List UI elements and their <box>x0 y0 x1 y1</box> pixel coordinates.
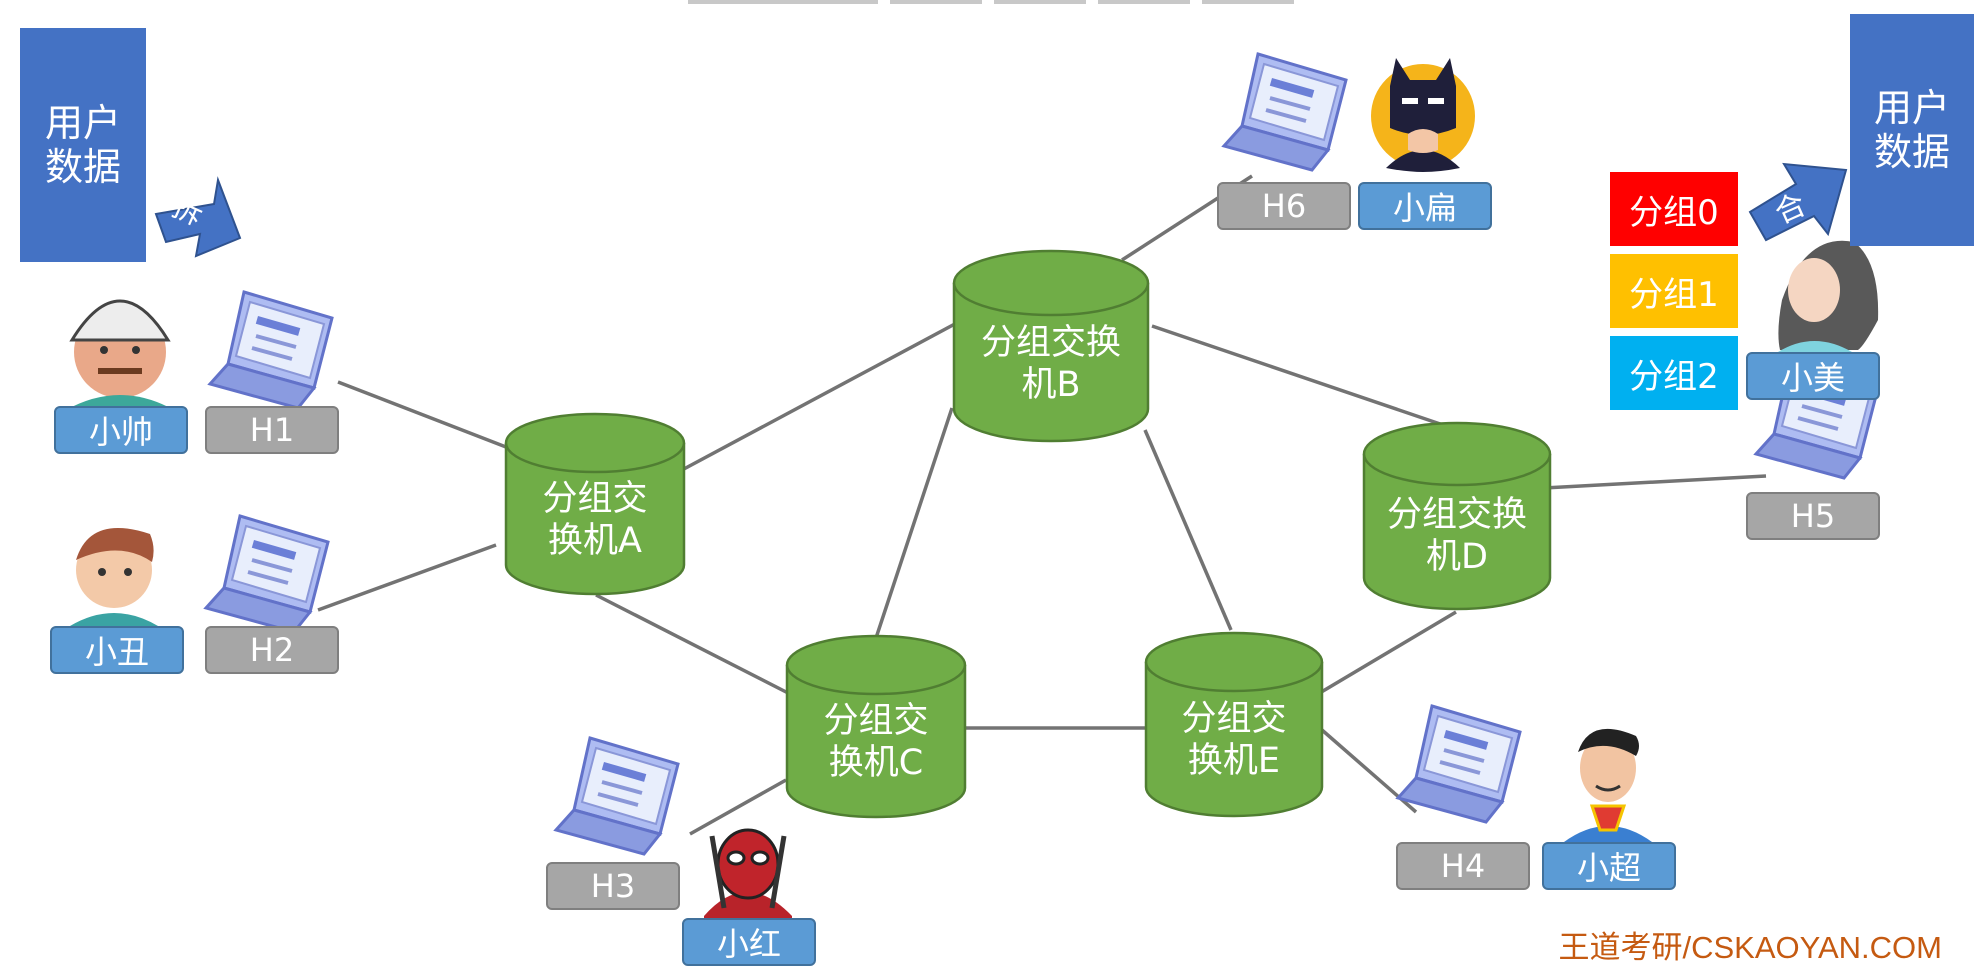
switch-a-cylinder <box>504 412 686 596</box>
link-a-c <box>595 593 791 696</box>
link-c-h3 <box>689 778 787 836</box>
laptop-h6-icon <box>1222 52 1348 172</box>
top-bar <box>688 0 878 4</box>
avatar-shuai-icon <box>66 299 174 412</box>
top-bar <box>890 0 982 4</box>
top-bar <box>1202 0 1294 4</box>
avatar-hong-icon <box>704 828 792 918</box>
switch-d-label: 分组交换 机D <box>1386 495 1527 577</box>
laptop-h1-icon <box>208 290 334 410</box>
host-h5-label: H5 <box>1746 492 1880 540</box>
host-h3-label: H3 <box>546 862 680 910</box>
avatar-bian-icon <box>1371 58 1475 172</box>
switch-e-cylinder <box>1144 631 1324 818</box>
packet-2: 分组2 <box>1610 336 1738 410</box>
switch-b-cylinder <box>952 249 1150 443</box>
laptop-h2-icon <box>204 514 330 634</box>
link-b-e <box>1143 429 1233 631</box>
switch-c-label: 分组交 换机C <box>823 701 929 783</box>
person-chao-label: 小超 <box>1542 842 1676 890</box>
merge-arrow-icon <box>1748 162 1848 242</box>
avatar-mei-icon <box>1778 240 1879 354</box>
person-chou-label: 小丑 <box>50 626 184 674</box>
footer-brand: 王道考研/CSKAOYAN.COM <box>1558 930 1942 965</box>
packet-0: 分组0 <box>1610 172 1738 246</box>
person-shuai-label: 小帅 <box>54 406 188 454</box>
user-data-box-right: 用户 数据 <box>1850 14 1974 246</box>
host-h6-label: H6 <box>1217 182 1351 230</box>
person-hong-label: 小红 <box>682 918 816 966</box>
link-a-b <box>681 316 967 472</box>
avatar-chao-icon <box>1564 728 1652 844</box>
top-bar <box>1098 0 1190 4</box>
link-h1-a <box>337 380 507 449</box>
laptop-h4-icon <box>1396 704 1522 824</box>
host-h4-label: H4 <box>1396 842 1530 890</box>
packet-1: 分组1 <box>1610 254 1738 328</box>
top-bar <box>994 0 1086 4</box>
user-data-box-left: 用户 数据 <box>20 28 146 262</box>
host-h1-label: H1 <box>205 406 339 454</box>
switch-c-cylinder <box>785 634 967 819</box>
avatar-chou-icon <box>70 527 158 628</box>
laptop-h3-icon <box>554 736 680 856</box>
host-h2-label: H2 <box>205 626 339 674</box>
link-d-h5 <box>1543 474 1767 490</box>
person-mei-label: 小美 <box>1746 352 1880 400</box>
switch-d-cylinder <box>1362 421 1552 611</box>
switch-e-label: 分组交 换机E <box>1181 699 1287 781</box>
link-b-d <box>1151 324 1453 430</box>
switch-a-label: 分组交 换机A <box>542 479 648 561</box>
link-b-c <box>874 407 954 639</box>
split-arrow-icon <box>154 176 242 258</box>
link-e-d <box>1317 610 1457 696</box>
switch-b-label: 分组交换 机B <box>980 323 1121 405</box>
person-bian-label: 小扁 <box>1358 182 1492 230</box>
link-h2-a <box>317 543 497 612</box>
